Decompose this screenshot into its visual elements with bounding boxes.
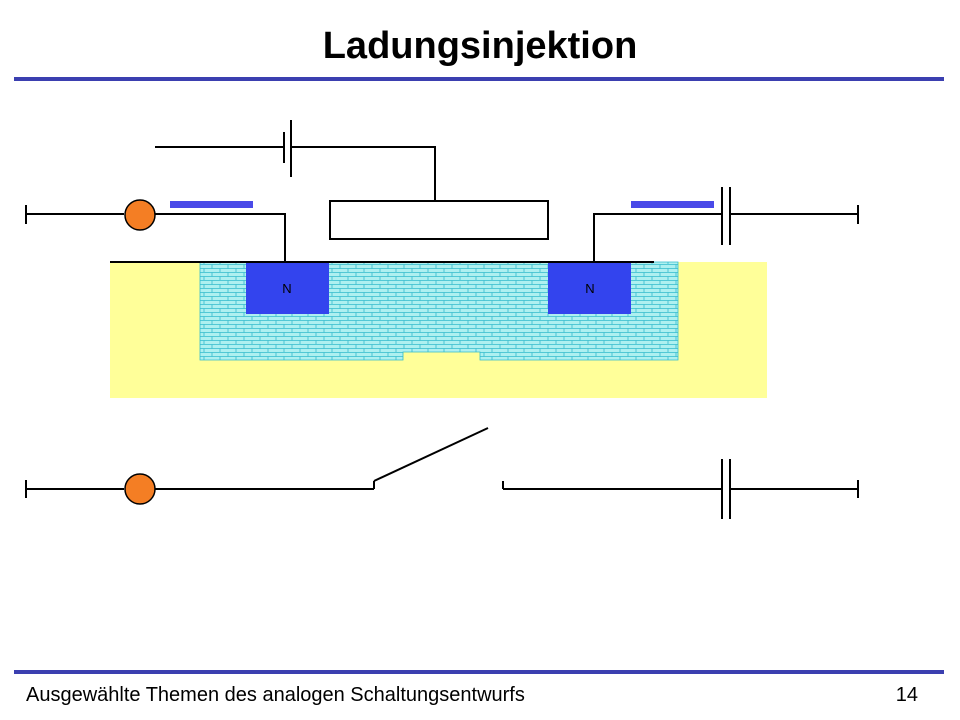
page-number: 14	[895, 684, 918, 706]
drain-diffusion	[548, 262, 631, 314]
source-region-label: N	[282, 281, 291, 296]
footer-course-title: Ausgewählte Themen des analogen Schaltun…	[26, 684, 525, 706]
switch-source-node	[124, 473, 156, 505]
drain-wire	[593, 213, 722, 262]
source-wire	[155, 213, 286, 262]
source-plate	[170, 201, 253, 208]
source-diffusion	[246, 262, 329, 314]
gate-supply-wire-right	[291, 146, 436, 201]
footer-divider	[14, 670, 944, 674]
gate-electrode	[329, 200, 549, 240]
drain-plate	[631, 201, 714, 208]
drain-region-label: N	[585, 281, 594, 296]
source-node	[124, 199, 156, 231]
title-divider	[14, 77, 944, 81]
slide-title: Ladungsinjektion	[322, 25, 638, 67]
switch-blade	[373, 427, 489, 482]
